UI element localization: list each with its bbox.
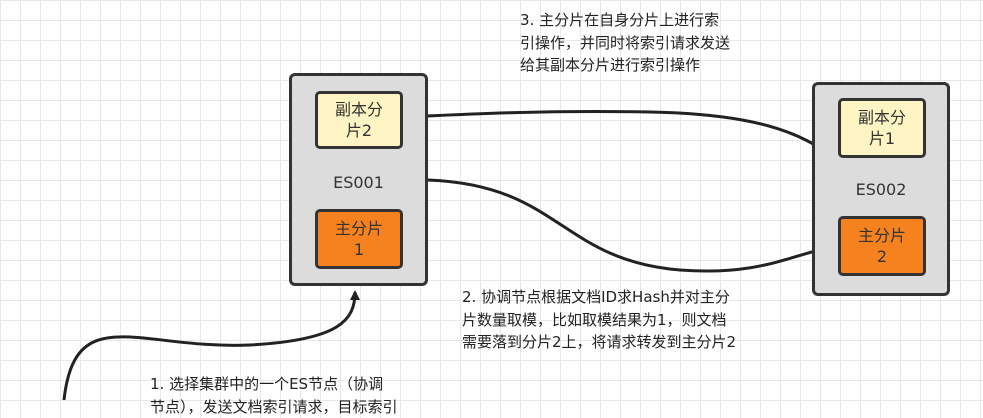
arrow-primary2-to-replica2: [406, 112, 880, 215]
note-line: 节点），发送文档索引请求，目标索引: [150, 396, 398, 418]
note-line: 给其副本分片进行索引操作: [520, 54, 730, 77]
primary-shard-2: 主分片 2: [838, 216, 926, 276]
node-label: ES002: [815, 180, 947, 199]
note-line: 2. 协调节点根据文档ID求Hash并对主分: [462, 286, 736, 309]
note-step1: 1. 选择集群中的一个ES节点（协调 节点），发送文档索引请求，目标索引: [150, 373, 398, 418]
replica-shard-2: 副本分 片2: [315, 91, 403, 149]
note-step3: 3. 主分片在自身分片上进行索 引操作，并同时将索引请求发送 给其副本分片进行索…: [520, 9, 730, 77]
note-line: 需要落到分片2上，将请求转发到主分片2: [462, 331, 736, 354]
note-step2: 2. 协调节点根据文档ID求Hash并对主分 片数量取模，比如取模结果为1，则文…: [462, 286, 736, 354]
replica-shard-1: 副本分 片1: [838, 98, 926, 158]
node-label: ES001: [292, 173, 425, 192]
note-line: 片数量取模，比如取模结果为1，则文档: [462, 309, 736, 332]
note-line: 1. 选择集群中的一个ES节点（协调: [150, 373, 398, 396]
note-line: 3. 主分片在自身分片上进行索: [520, 9, 730, 32]
node-es002: 副本分 片1 ES002 主分片 2: [812, 82, 950, 296]
primary-shard-1: 主分片 1: [315, 209, 403, 269]
note-line: 引操作，并同时将索引请求发送: [520, 32, 730, 55]
node-es001: 副本分 片2 ES001 主分片 1: [289, 73, 428, 286]
arrow-es001-to-primary2: [428, 180, 836, 271]
